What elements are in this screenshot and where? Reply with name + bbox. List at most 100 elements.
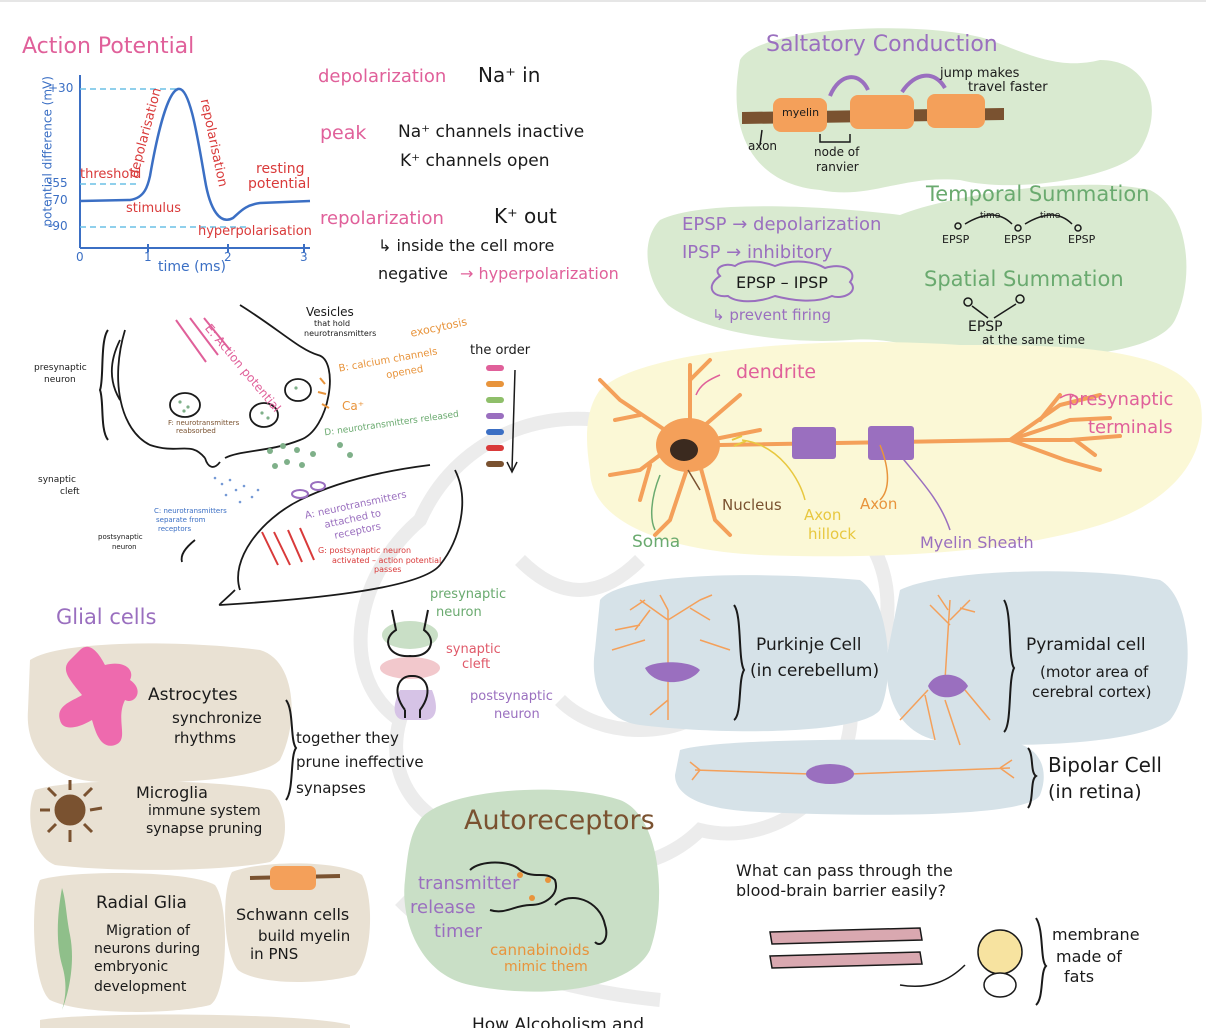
epsp-ipsp-cloud bbox=[710, 260, 854, 303]
synapse-post2: neuron bbox=[112, 543, 137, 551]
schwann-blob bbox=[225, 863, 371, 982]
neuron-hillock2: hillock bbox=[808, 525, 857, 543]
synapse-reabsorbed2: reabsorbed bbox=[176, 427, 216, 435]
note-repol-val: K⁺ out bbox=[494, 204, 557, 228]
synapse-colored bbox=[175, 317, 518, 566]
note-repol-key: repolarization bbox=[320, 208, 444, 229]
synapse-post1: postsynaptic bbox=[98, 533, 143, 541]
synapse-separate2: separate from bbox=[156, 516, 206, 524]
summation-epsp: EPSP → depolarization bbox=[682, 214, 882, 235]
saltatory-node1: node of bbox=[814, 145, 860, 159]
pyramidal-sub2: cerebral cortex) bbox=[1032, 683, 1152, 701]
order-swatches bbox=[486, 365, 504, 467]
schwann-sub1: build myelin bbox=[258, 927, 351, 945]
purkinje-cell bbox=[611, 594, 731, 720]
synapse-cleft1: synaptic bbox=[38, 475, 76, 485]
small-cleft2: cleft bbox=[462, 657, 491, 672]
neuron-drawing bbox=[598, 358, 1122, 537]
radial-label: Radial Glia bbox=[96, 893, 187, 913]
neuron-soma: Soma bbox=[632, 532, 681, 552]
temporal-time: time bbox=[1040, 211, 1061, 221]
ap-xtick: 2 bbox=[224, 250, 232, 264]
ap-hyperpolarisation: hyperpolarisation bbox=[198, 224, 312, 239]
temporal-epsp: EPSP bbox=[1068, 233, 1096, 246]
bbb-question1: What can pass through the bbox=[736, 861, 953, 880]
note-peak-key: peak bbox=[320, 122, 367, 144]
order-swatch bbox=[486, 381, 504, 387]
note-depol-key: depolarization bbox=[318, 66, 447, 87]
synapse-order: the order bbox=[470, 343, 531, 358]
synapse-cleft2: cleft bbox=[60, 487, 80, 497]
autoreceptors-trans2: release bbox=[410, 897, 476, 918]
neuron-myelin: Myelin Sheath bbox=[920, 533, 1034, 552]
ap-graph bbox=[79, 75, 311, 252]
autoreceptors-canna1: cannabinoids bbox=[490, 941, 590, 959]
saltatory-myelin: myelin bbox=[782, 106, 820, 119]
together-3: synapses bbox=[296, 779, 366, 797]
pyramidal-sub1: (motor area of bbox=[1040, 663, 1149, 681]
temporal-dots bbox=[954, 214, 1082, 319]
purkinje-label: Purkinje Cell bbox=[756, 635, 862, 655]
order-swatch bbox=[486, 413, 504, 419]
pyramidal-label: Pyramidal cell bbox=[1026, 635, 1146, 655]
saltatory-axon: axon bbox=[748, 139, 778, 153]
synapse-pre2: neuron bbox=[44, 375, 76, 385]
saltatory-node2: ranvier bbox=[816, 160, 859, 174]
neuron-hillock1: Axon bbox=[804, 506, 842, 524]
synapse-g2: activated – action potential bbox=[332, 556, 442, 565]
small-cleft1: synaptic bbox=[446, 642, 501, 657]
braces bbox=[98, 329, 1048, 1006]
note-peak-1: Na⁺ channels inactive bbox=[398, 122, 585, 142]
order-swatch bbox=[486, 429, 504, 435]
synapse-vesicles1: Vesicles bbox=[306, 305, 354, 319]
note-repol-2: negative bbox=[378, 264, 448, 283]
astro-label: Astrocytes bbox=[148, 685, 238, 705]
ap-ytick: -70 bbox=[48, 193, 68, 207]
schwann-label: Schwann cells bbox=[236, 905, 350, 924]
neuron-presynaptic1: presynaptic bbox=[1068, 389, 1174, 410]
summation-blob bbox=[647, 184, 1187, 357]
astrocyte-drawing bbox=[59, 646, 138, 746]
ap-xtick: 3 bbox=[300, 250, 308, 264]
synapse-ca: Ca⁺ bbox=[342, 399, 365, 413]
neuron-presynaptic2: terminals bbox=[1088, 417, 1173, 438]
ap-threshold: threshold bbox=[80, 167, 142, 182]
note-depol-val: Na⁺ in bbox=[478, 63, 541, 87]
autoreceptor-drawing bbox=[469, 861, 608, 945]
bipolar-blob bbox=[675, 739, 1044, 815]
ap-xtick: 1 bbox=[144, 250, 152, 264]
ap-ytick: +30 bbox=[48, 81, 74, 95]
temporal-title: Temporal Summation bbox=[926, 182, 1150, 206]
note-peak-2: K⁺ channels open bbox=[400, 151, 550, 171]
small-pre1: presynaptic bbox=[430, 587, 507, 602]
synapse-vesicles2: that hold bbox=[314, 319, 351, 328]
synapse-reabsorbed1: F: neurotransmitters bbox=[168, 419, 240, 427]
radial-glia-drawing bbox=[57, 888, 73, 1010]
synapse-g1: G: postsynaptic neuron bbox=[318, 546, 412, 555]
autoreceptors-blob bbox=[404, 789, 660, 992]
temporal-time: time bbox=[980, 211, 1001, 221]
synapse-g3: passes bbox=[374, 565, 402, 574]
small-synapse-drawing bbox=[380, 609, 440, 720]
ap-resting: resting bbox=[256, 161, 305, 177]
glial-title: Glial cells bbox=[56, 605, 157, 629]
order-swatch bbox=[486, 397, 504, 403]
radial-sub3: embryonic bbox=[94, 959, 169, 975]
footer-partial-heading: How Alcoholism and bbox=[472, 1015, 645, 1028]
bbb-drawing bbox=[769, 927, 1023, 998]
micro-sub2: synapse pruning bbox=[146, 821, 263, 837]
temporal-epsp: EPSP bbox=[942, 233, 970, 246]
together-1: together they bbox=[296, 729, 399, 747]
neuron-dendrite: dendrite bbox=[736, 361, 817, 383]
schwann-sub2: in PNS bbox=[250, 945, 299, 963]
radial-sub1: Migration of bbox=[106, 923, 190, 939]
spatial-epsp: EPSP bbox=[968, 319, 1003, 335]
ap-xlabel: time (ms) bbox=[158, 259, 226, 275]
ap-ytick: -90 bbox=[48, 219, 68, 233]
saltatory-jump2: travel faster bbox=[968, 80, 1048, 95]
synapse-pre1: presynaptic bbox=[34, 363, 87, 373]
synapse-vesicles3: neurotransmitters bbox=[304, 329, 377, 338]
ap-xtick: 0 bbox=[76, 250, 84, 264]
pyramidal-blob bbox=[886, 571, 1188, 745]
micro-sub1: immune system bbox=[148, 803, 261, 819]
